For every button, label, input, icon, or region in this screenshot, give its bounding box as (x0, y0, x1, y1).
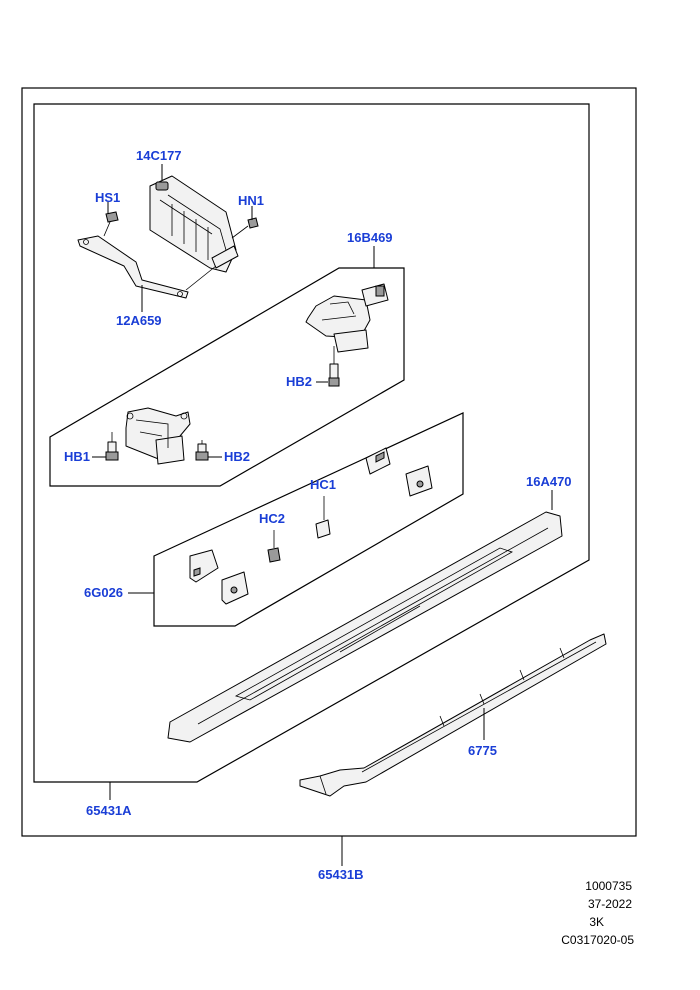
clip-6g026-a (189, 549, 219, 583)
module-14c177 (149, 175, 239, 273)
label-65431a: 65431A (86, 803, 132, 818)
label-16b469: 16B469 (347, 230, 393, 245)
label-65431b: 65431B (318, 867, 364, 882)
label-hc1: HC1 (310, 477, 336, 492)
label-16a470: 16A470 (526, 474, 572, 489)
reference-line-4: C0317020-05 (561, 933, 634, 947)
reference-line-3: 3K (589, 915, 604, 929)
label-6775: 6775 (468, 743, 497, 758)
group-box-6g026 (153, 412, 464, 627)
label-hb2-top: HB2 (286, 374, 312, 389)
label-hc2: HC2 (259, 511, 285, 526)
clip-6g026-c (365, 447, 391, 475)
bracket-16b469-upper (305, 283, 389, 353)
screw-hb2-bottom (195, 440, 209, 461)
clip-6g026-b (221, 571, 249, 605)
bracket-12a659 (77, 235, 217, 299)
label-hn1: HN1 (238, 193, 264, 208)
reference-line-2: 37-2022 (588, 897, 632, 911)
group-box-16b469 (49, 267, 405, 487)
nut-hn1 (231, 217, 259, 239)
screw-hb1 (105, 432, 119, 461)
inner-frame (33, 103, 590, 783)
reference-line-1: 1000735 (585, 879, 632, 893)
step-board-16a470 (167, 511, 563, 743)
screw-hb2-top (328, 346, 340, 387)
label-hb1: HB1 (64, 449, 90, 464)
bracket-16b469-lower (125, 407, 191, 465)
label-6g026: 6G026 (84, 585, 123, 600)
label-hs1: HS1 (95, 190, 120, 205)
outer-frame (21, 87, 637, 837)
label-14c177: 14C177 (136, 148, 182, 163)
clip-6g026-d (405, 465, 433, 497)
nut-hc2 (267, 530, 281, 563)
rail-6775 (299, 633, 607, 797)
clip-hc1 (315, 496, 331, 539)
screw-hs1 (103, 211, 119, 237)
label-hb2-bottom: HB2 (224, 449, 250, 464)
label-12a659: 12A659 (116, 313, 162, 328)
